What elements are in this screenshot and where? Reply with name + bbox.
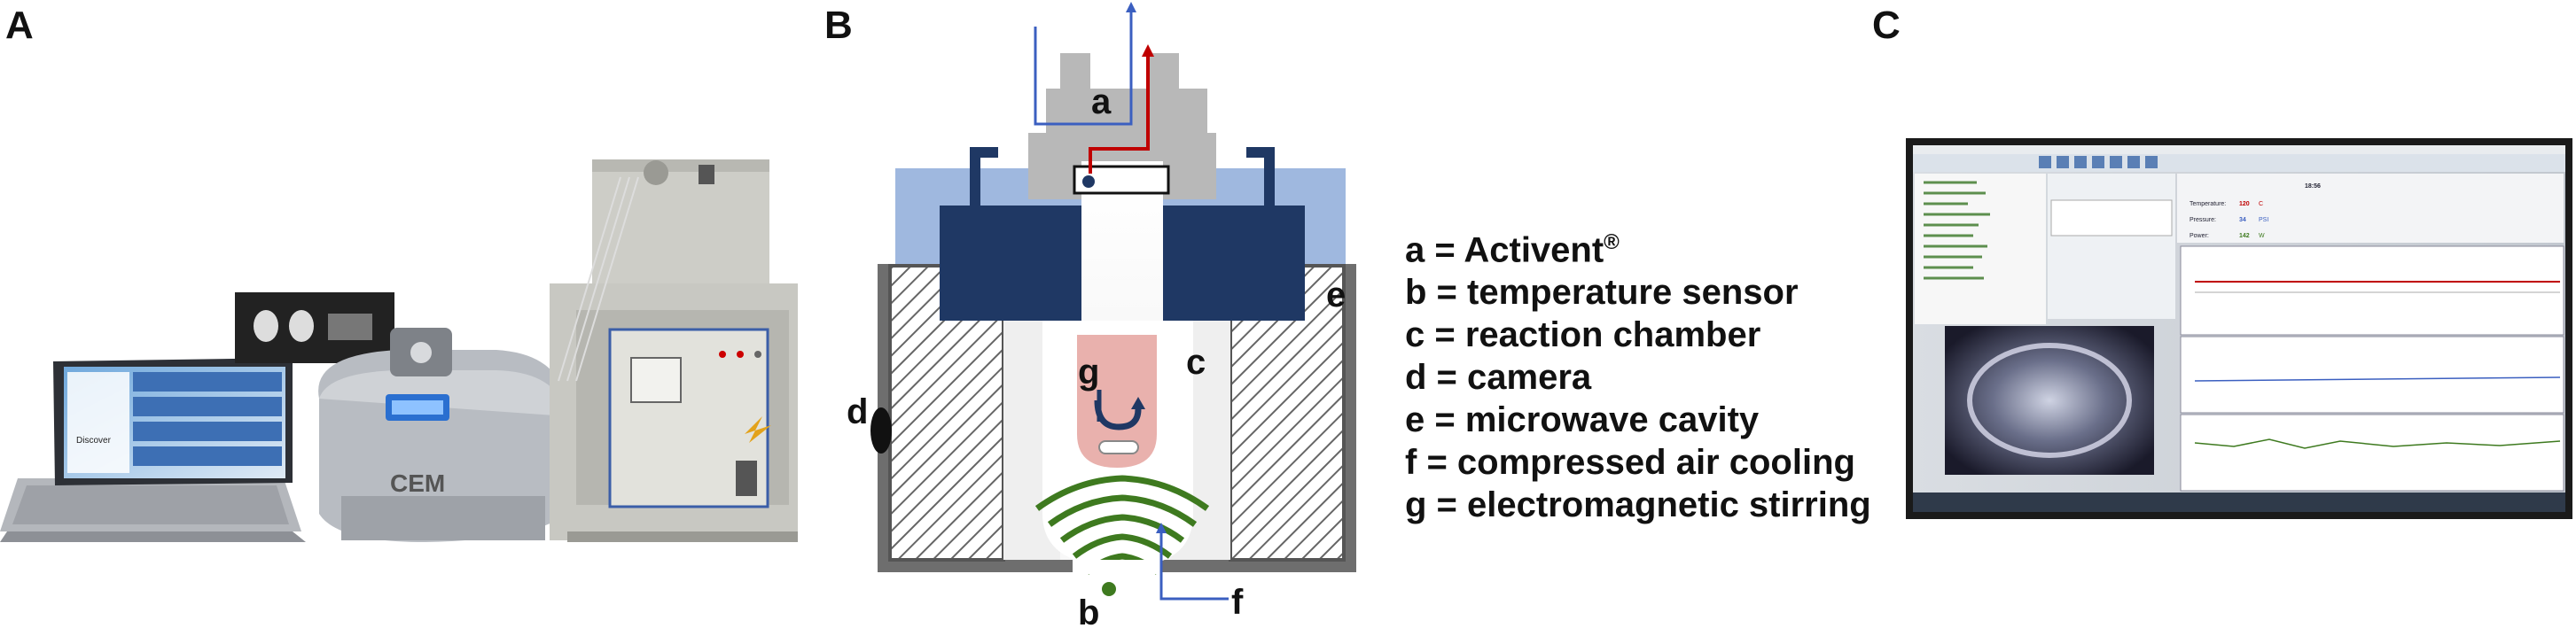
legend-item-g: g = electromagnetic stirring: [1405, 485, 1871, 525]
label-b: b: [1078, 593, 1099, 632]
label-f: f: [1231, 583, 1244, 622]
method-tree: [1915, 174, 2046, 324]
pressure-value: 34: [2239, 217, 2246, 223]
microwave-unit: CEM: [318, 328, 589, 542]
temperature-sensor: [1102, 582, 1116, 596]
taskbar: [1913, 493, 2565, 512]
legend-item-a: a = Activent®: [1405, 230, 1620, 270]
temp-value: 120: [2239, 201, 2250, 207]
instrument-photo: Discover CEM: [0, 159, 798, 542]
temp-unit: C: [2259, 201, 2263, 207]
air-cooling-cabinet: [550, 159, 798, 542]
instrument-brand: CEM: [390, 469, 445, 497]
legend-item-f: f = compressed air cooling: [1405, 443, 1855, 483]
air-line: [1034, 9, 1133, 126]
label-c: c: [1186, 343, 1206, 382]
panel-label-b: B: [824, 4, 853, 47]
stir-bar: [1098, 440, 1139, 454]
legend-item-e: e = microwave cavity: [1405, 400, 1760, 440]
exhaust-line: [1089, 53, 1150, 174]
reactor-schematic: a b c d e f g: [847, 2, 1356, 632]
laptop: Discover: [0, 358, 306, 542]
pressure-label: Pressure:: [2190, 217, 2216, 223]
label-g: g: [1078, 353, 1099, 392]
camera-feed: [1945, 326, 2154, 475]
microwave-waves: [1034, 475, 1210, 575]
pressure-unit: PSI: [2259, 217, 2268, 223]
legend: a = Activent® b = temperature sensor c =…: [1405, 221, 1871, 526]
power-value: 142: [2239, 233, 2250, 239]
power-unit: W: [2259, 233, 2265, 239]
power-label: Power:: [2190, 233, 2209, 239]
pressure-graph: [2180, 336, 2564, 414]
power-graph: [2180, 414, 2564, 492]
panel-label-a: A: [5, 4, 34, 47]
lid-dark-right: [1163, 206, 1305, 321]
label-d: d: [847, 392, 868, 431]
legend-item-b: b = temperature sensor: [1405, 273, 1799, 313]
temp-label: Temperature:: [2190, 201, 2226, 207]
air-inlet-arrow: [1159, 530, 1229, 601]
camera: [870, 407, 892, 454]
laptop-brand: Discover: [76, 436, 112, 446]
status-readouts: [2177, 174, 2564, 243]
legend-item-c: c = reaction chamber: [1405, 315, 1761, 355]
timer: 18:56: [2305, 183, 2321, 190]
sample: [1077, 335, 1157, 468]
panel-label-c: C: [1872, 4, 1901, 47]
label-e: e: [1326, 275, 1346, 314]
monitor-photo: 18:56 Temperature: 120 C Pressure: 34 PS…: [1906, 138, 2572, 519]
legend-item-d: d = camera: [1405, 358, 1592, 398]
temperature-graph: [2180, 245, 2564, 336]
lid-dark-left: [940, 206, 1081, 321]
label-a: a: [1091, 82, 1112, 121]
